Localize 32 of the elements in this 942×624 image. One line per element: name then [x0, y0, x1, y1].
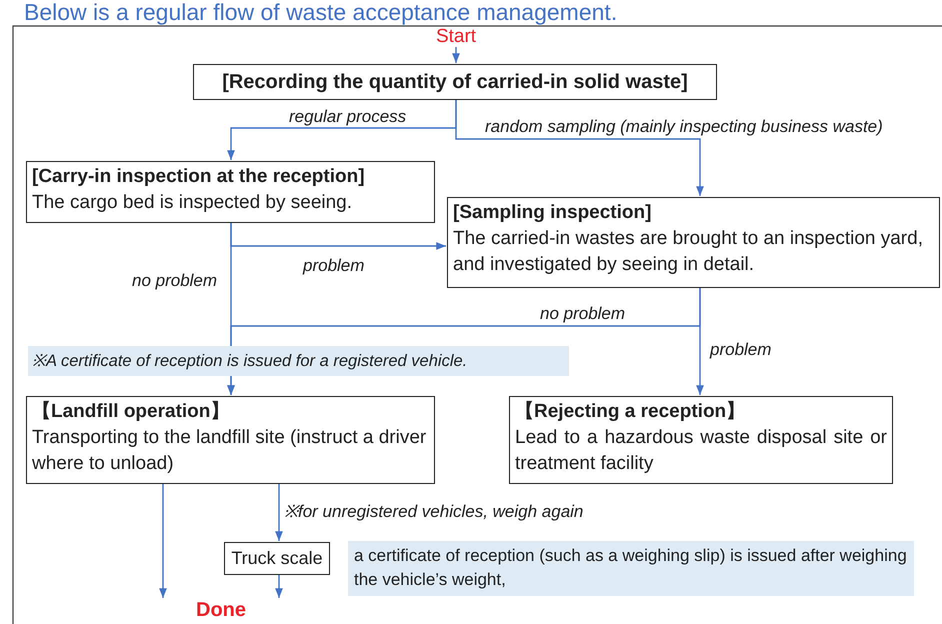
arrow — [275, 575, 283, 598]
box-text: The carried-in wastes are brought to an inspection yard, and investigated by seeing in detail. — [453, 227, 924, 277]
box-heading: [Sampling inspection] — [453, 201, 652, 225]
edge-label: problem — [302, 256, 366, 276]
start-label: Start — [426, 27, 486, 47]
process-box — [509, 396, 893, 484]
end-label: Done — [190, 598, 252, 622]
box-text: Transporting to the landfill site (instruct a driver where to unload) — [32, 426, 428, 476]
arrow — [159, 484, 167, 598]
note-band: a certificate of reception (such as a weighing slip) is issued after weighing the vehicle’s weight, — [348, 541, 914, 596]
box-heading: 【Landfill operation】 — [32, 400, 230, 424]
box-heading: 【Rejecting a reception】 — [515, 400, 746, 424]
process-box: Truck scale — [224, 542, 330, 575]
arrow — [455, 100, 704, 196]
edge-label: no problem — [131, 271, 218, 291]
box-text: The cargo bed is inspected by seeing. — [32, 191, 354, 215]
process-box — [26, 161, 435, 223]
arrow — [452, 47, 460, 63]
edge-label: random sampling (mainly inspecting business waste) — [484, 117, 884, 137]
arrow — [696, 288, 704, 395]
edge-label: no problem — [539, 304, 626, 324]
box-text: Lead to a hazardous waste disposal site or treatment facility — [515, 426, 887, 476]
arrow — [275, 484, 283, 541]
edge-label: problem — [709, 340, 772, 360]
process-box: [Recording the quantity of carried-in solid waste] — [193, 64, 717, 100]
box-heading: [Carry-in inspection at the reception] — [32, 165, 366, 189]
edge-label: ※for unregistered vehicles, weigh again — [283, 502, 584, 522]
process-box — [447, 197, 940, 288]
edge-label: regular process — [288, 107, 408, 127]
title: Below is a regular flow of waste acceptance management. — [24, 0, 618, 25]
note-band: ※A certificate of reception is issued for a registered vehicle. — [28, 346, 569, 376]
process-box — [26, 396, 435, 484]
